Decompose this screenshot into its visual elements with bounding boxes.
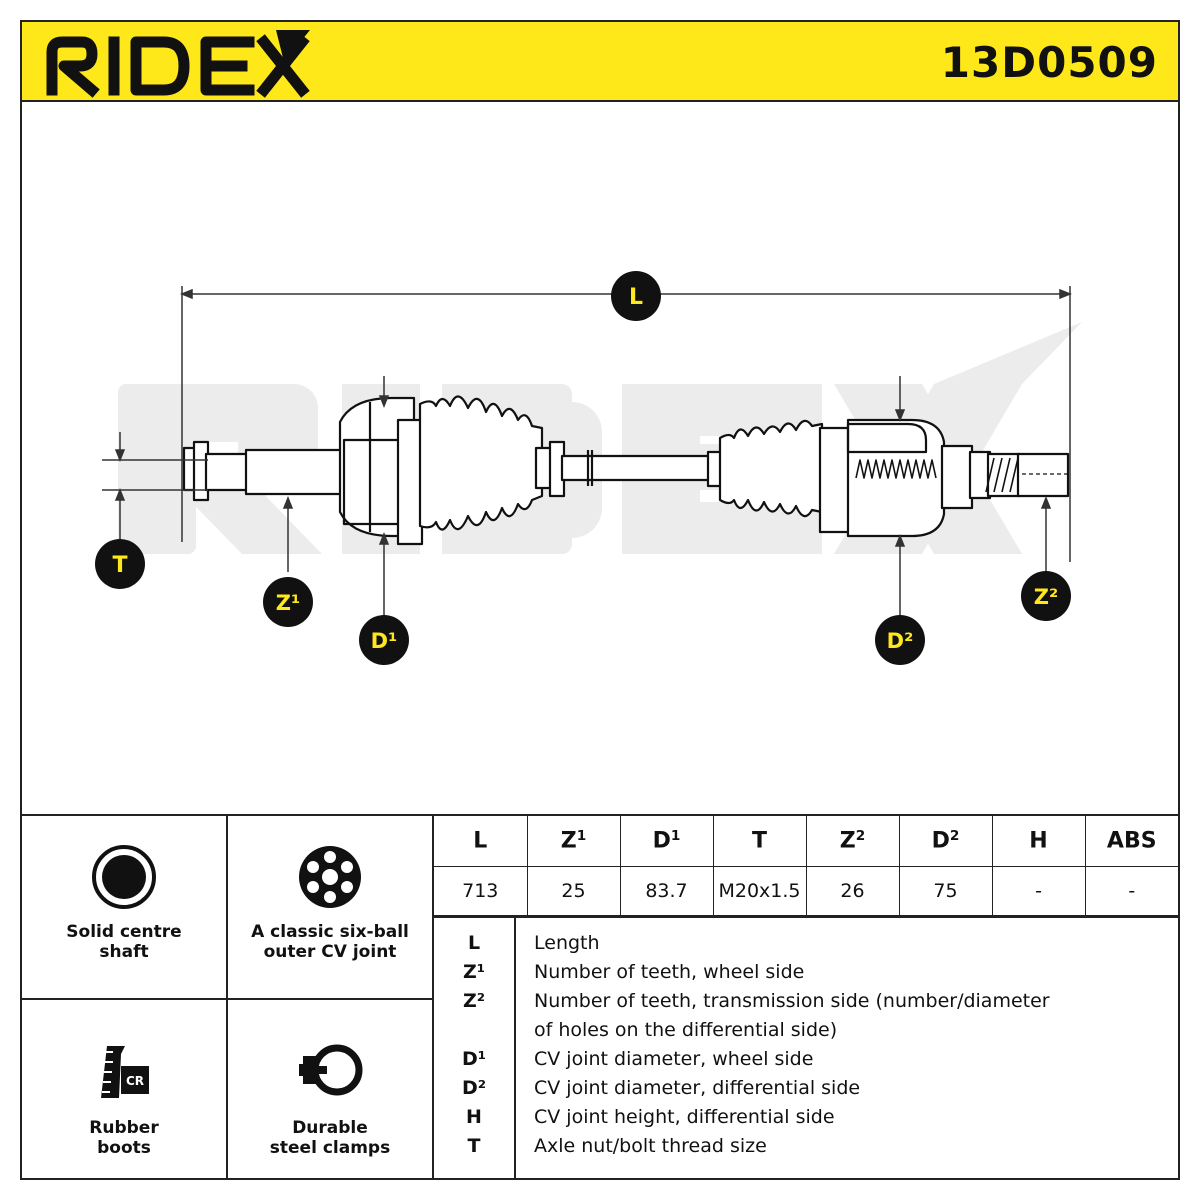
d1-dimension bbox=[378, 376, 390, 618]
spec-value: 26 bbox=[805, 866, 900, 916]
legend-row: D¹ CV joint diameter, wheel side bbox=[434, 1048, 1178, 1077]
legend-desc: Number of teeth, transmission side (numb… bbox=[534, 990, 1050, 1012]
feature-rubber-boots: CR Rubber boots bbox=[22, 1000, 228, 1180]
svg-text:D¹: D¹ bbox=[371, 629, 398, 653]
feature-label: steel clamps bbox=[269, 1138, 391, 1158]
legend-row: H CV joint height, differential side bbox=[434, 1106, 1178, 1135]
legend-row: L Length bbox=[434, 932, 1178, 961]
thread-dimension bbox=[102, 432, 208, 542]
legend-key: D² bbox=[461, 1077, 487, 1099]
header-bar: 13D0509 bbox=[22, 22, 1178, 102]
legend-key: H bbox=[466, 1106, 482, 1128]
spec-header: T bbox=[712, 816, 807, 868]
z1-leader bbox=[282, 495, 294, 572]
callout-d1: D¹ bbox=[359, 615, 409, 665]
part-number: 13D0509 bbox=[940, 38, 1158, 87]
legend-desc: of holes on the differential side) bbox=[534, 1019, 838, 1041]
spec-header: ABS bbox=[1084, 816, 1178, 868]
spec-header: H bbox=[991, 816, 1086, 868]
legend-key: D¹ bbox=[461, 1048, 487, 1070]
spec-section: Solid centre shaft A classic six-ball ou… bbox=[22, 814, 1178, 1180]
callout-t: T bbox=[95, 539, 145, 589]
feature-six-ball-joint: A classic six-ball outer CV joint bbox=[228, 816, 434, 1000]
spec-value: M20x1.5 bbox=[712, 866, 807, 916]
callout-z2: Z² bbox=[1021, 571, 1071, 621]
six-ball-joint-icon bbox=[299, 846, 361, 908]
svg-text:Z¹: Z¹ bbox=[276, 591, 300, 615]
feature-label: Rubber bbox=[89, 1118, 159, 1138]
feature-steel-clamps: Durable steel clamps bbox=[228, 1000, 434, 1180]
feature-label: A classic six-ball bbox=[251, 922, 409, 942]
product-sheet: 13D0509 bbox=[20, 20, 1180, 1180]
steel-clamp-icon bbox=[299, 1044, 363, 1096]
solid-shaft-icon bbox=[92, 845, 156, 909]
svg-text:D²: D² bbox=[887, 629, 914, 653]
legend-divider bbox=[514, 918, 516, 1180]
spec-value: 83.7 bbox=[619, 866, 714, 916]
spec-header: Z1 bbox=[526, 816, 621, 868]
legend: L Length Z¹ Number of teeth, wheel side … bbox=[434, 916, 1178, 1180]
spec-value: 713 bbox=[434, 866, 528, 916]
spec-header: Z2 bbox=[805, 816, 900, 868]
legend-desc: CV joint diameter, wheel side bbox=[534, 1048, 814, 1070]
feature-label: Durable bbox=[292, 1118, 368, 1138]
spec-table: L Z1 D1 T Z2 D2 H ABS 713 25 83.7 M20x1.… bbox=[434, 816, 1178, 916]
legend-row: of holes on the differential side) bbox=[434, 1019, 1178, 1048]
shaft-outline bbox=[182, 395, 1070, 546]
legend-row: Z¹ Number of teeth, wheel side bbox=[434, 961, 1178, 990]
feature-label: Solid centre bbox=[66, 922, 182, 942]
spec-value: 25 bbox=[526, 866, 621, 916]
legend-desc: CV joint height, differential side bbox=[534, 1106, 835, 1128]
callout-d2: D² bbox=[875, 615, 925, 665]
legend-key: L bbox=[467, 932, 481, 954]
spec-value: 75 bbox=[898, 866, 993, 916]
svg-text:L: L bbox=[629, 285, 643, 310]
legend-key: Z² bbox=[462, 990, 486, 1012]
legend-row: Z² Number of teeth, transmission side (n… bbox=[434, 990, 1178, 1019]
spec-header: D1 bbox=[619, 816, 714, 868]
legend-desc: Length bbox=[534, 932, 600, 954]
legend-key: Z¹ bbox=[462, 961, 486, 983]
d2-dimension bbox=[894, 376, 906, 618]
ridex-logo bbox=[46, 30, 310, 98]
legend-desc: Number of teeth, wheel side bbox=[534, 961, 805, 983]
spec-value-row: 713 25 83.7 M20x1.5 26 75 - - bbox=[434, 866, 1178, 916]
svg-text:CR: CR bbox=[126, 1074, 144, 1088]
legend-row: D² CV joint diameter, differential side bbox=[434, 1077, 1178, 1106]
legend-desc: Axle nut/bolt thread size bbox=[534, 1135, 767, 1157]
z2-leader bbox=[1040, 495, 1052, 572]
spec-value: - bbox=[991, 866, 1086, 916]
drive-shaft-drawing: L T Z¹ D¹ D² Z² bbox=[22, 102, 1178, 814]
feature-label: shaft bbox=[99, 942, 149, 962]
spec-value: - bbox=[1084, 866, 1178, 916]
feature-label: outer CV joint bbox=[263, 942, 397, 962]
spec-header-row: L Z1 D1 T Z2 D2 H ABS bbox=[434, 816, 1178, 868]
svg-text:Z²: Z² bbox=[1034, 585, 1058, 609]
rubber-boot-cr-icon: CR bbox=[101, 1046, 149, 1098]
callout-l: L bbox=[611, 271, 661, 321]
feature-solid-shaft: Solid centre shaft bbox=[22, 816, 228, 1000]
spec-header: L bbox=[434, 816, 528, 868]
callout-z1: Z¹ bbox=[263, 577, 313, 627]
svg-text:T: T bbox=[112, 553, 127, 578]
legend-key: T bbox=[467, 1135, 481, 1157]
feature-label: boots bbox=[97, 1138, 151, 1158]
spec-header: D2 bbox=[898, 816, 993, 868]
legend-row: T Axle nut/bolt thread size bbox=[434, 1135, 1178, 1164]
legend-desc: CV joint diameter, differential side bbox=[534, 1077, 861, 1099]
